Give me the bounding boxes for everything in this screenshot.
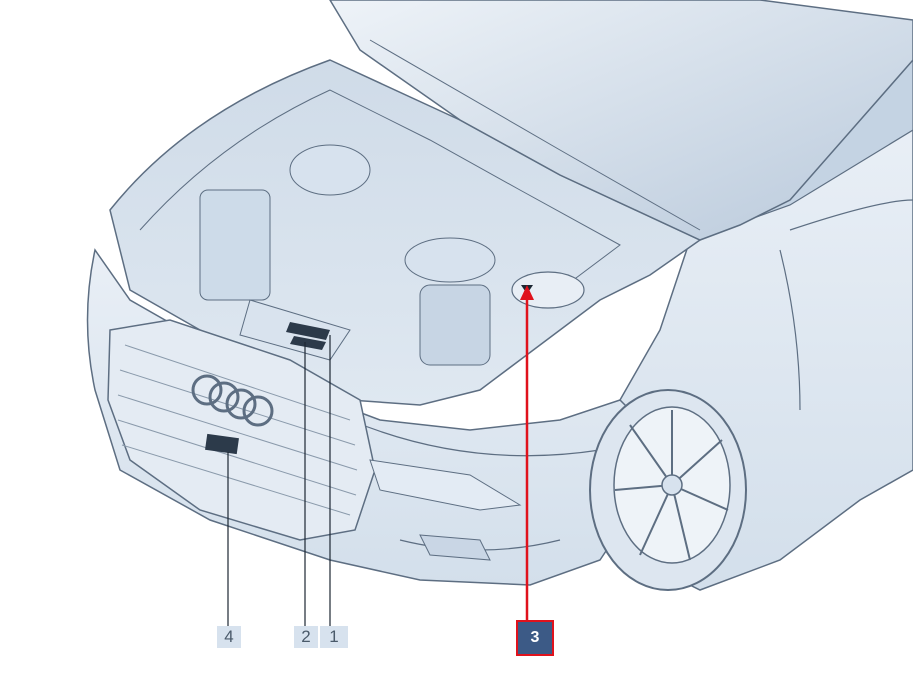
callout-label-3-highlighted[interactable]: 3 bbox=[516, 620, 554, 656]
callout-label-1[interactable]: 1 bbox=[320, 626, 348, 648]
label-markers bbox=[205, 322, 330, 455]
leader-lines bbox=[227, 285, 534, 626]
open-hood bbox=[329, 0, 913, 241]
headlight bbox=[369, 459, 522, 561]
front-grille bbox=[107, 319, 376, 541]
callout-label-2[interactable]: 2 bbox=[294, 626, 318, 648]
engine-bay bbox=[109, 59, 702, 406]
callout-label-4[interactable]: 4 bbox=[217, 626, 241, 648]
leader-arrow-3 bbox=[520, 285, 534, 300]
brand-rings-logo bbox=[191, 374, 274, 427]
front-wheel bbox=[589, 389, 747, 591]
